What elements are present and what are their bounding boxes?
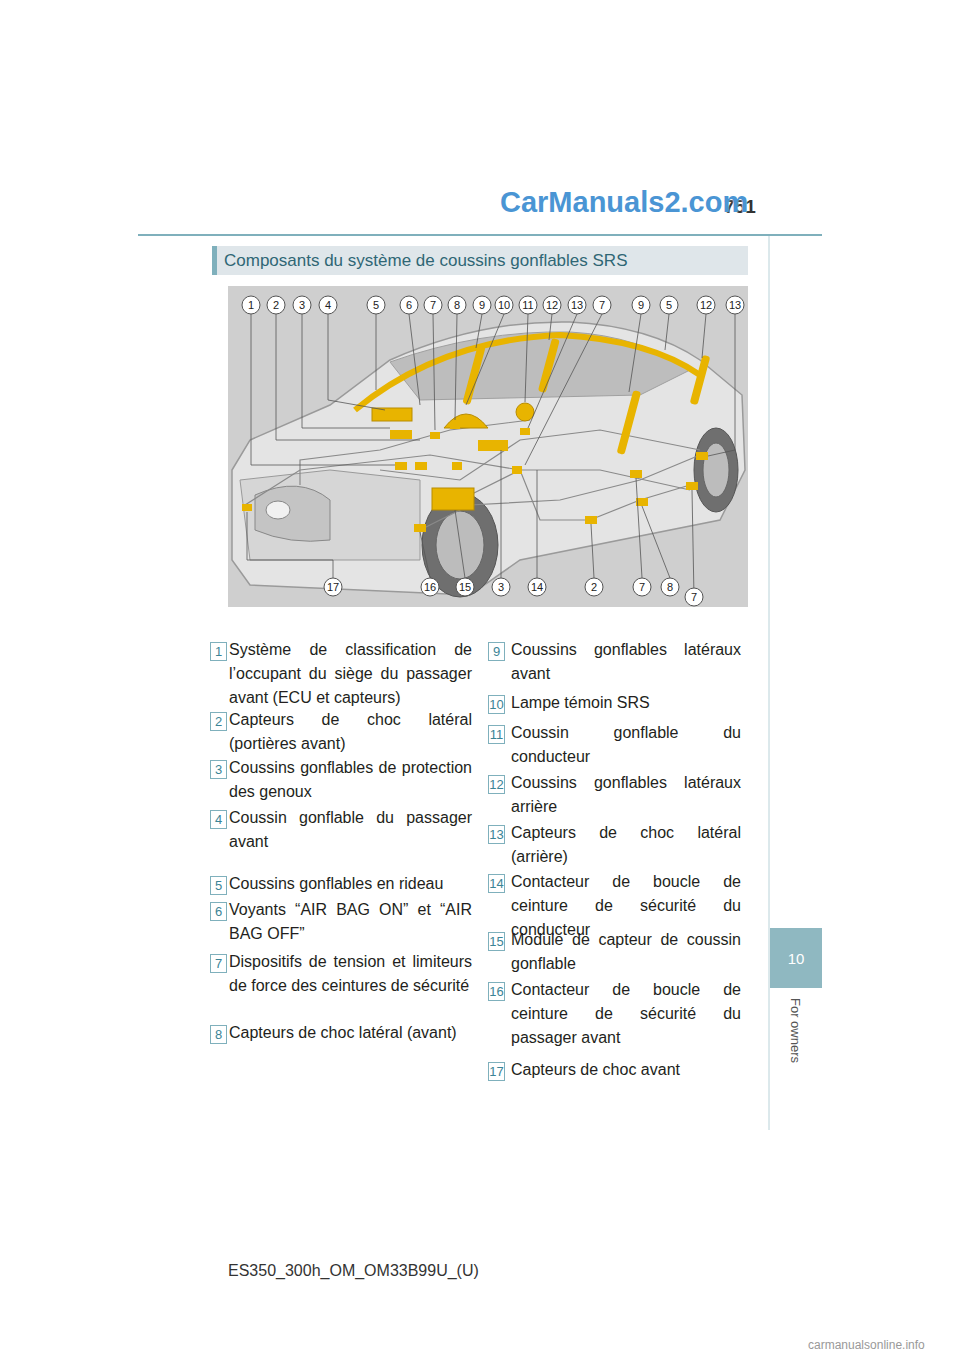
- legend-number: 3: [210, 760, 227, 779]
- footer-code: ES350_300h_OM_OM33B99U_(U): [228, 1262, 479, 1280]
- legend-number: 13: [488, 825, 505, 844]
- legend-number: 2: [210, 712, 227, 731]
- legend-number: 10: [488, 695, 505, 714]
- callout-number: 14: [528, 580, 546, 594]
- callout-number: 7: [685, 590, 703, 604]
- callout-number: 17: [324, 580, 342, 594]
- legend-text: Coussins gonflables de protection des ge…: [229, 756, 472, 804]
- legend-number: 14: [488, 874, 505, 893]
- title-band-accent: [212, 246, 217, 275]
- legend-number: 17: [488, 1062, 505, 1081]
- callout-number: 12: [697, 298, 715, 312]
- legend-text: Coussin gonflable du passager avant: [229, 806, 472, 854]
- legend-number: 5: [210, 876, 227, 895]
- legend-text: Coussin gonflable du conducteur: [511, 721, 741, 769]
- srs-parts: [242, 335, 710, 532]
- callout-number: 12: [543, 298, 561, 312]
- legend-number: 9: [488, 642, 505, 661]
- legend-number: 7: [210, 954, 227, 973]
- legend-text: Coussins gonflables latéraux arrière: [511, 771, 741, 819]
- legend-text: Coussins gonflables en rideau: [229, 872, 472, 896]
- side-rule: [769, 236, 770, 1130]
- legend-text: Capteurs de choc latéral (arrière): [511, 821, 741, 869]
- legend-number: 11: [488, 725, 505, 744]
- legend-number: 6: [210, 902, 227, 921]
- legend-number: 12: [488, 775, 505, 794]
- legend-number: 16: [488, 982, 505, 1001]
- callout-number: 3: [293, 298, 311, 312]
- callout-number: 8: [448, 298, 466, 312]
- callout-number: 5: [660, 298, 678, 312]
- callout-number: 2: [585, 580, 603, 594]
- legend-number: 8: [210, 1025, 227, 1044]
- callout-number: 10: [495, 298, 513, 312]
- side-tab-label: For owners: [788, 998, 803, 1063]
- callout-number: 1: [242, 298, 260, 312]
- chapter-number: 10: [788, 950, 805, 967]
- callout-number: 7: [593, 298, 611, 312]
- legend-text: Coussins gonflables latéraux avant: [511, 638, 741, 686]
- callout-number: 8: [661, 580, 679, 594]
- legend-number: 15: [488, 932, 505, 951]
- legend-text: Voyants “AIR BAG ON” et “AIR BAG OFF”: [229, 898, 472, 946]
- title-band: [212, 246, 748, 275]
- watermark: CarManuals2.com: [500, 186, 748, 219]
- callout-number: 7: [424, 298, 442, 312]
- legend-text: Module de capteur de coussin gonflable: [511, 928, 741, 976]
- callout-number: 7: [633, 580, 651, 594]
- legend-number: 1: [210, 642, 227, 661]
- callout-number: 6: [400, 298, 418, 312]
- callout-number: 4: [319, 298, 337, 312]
- watermark-small: carmanualsonline.info: [808, 1338, 925, 1352]
- header-rule: [138, 234, 822, 236]
- callout-number: 16: [421, 580, 439, 594]
- callout-number: 5: [367, 298, 385, 312]
- callout-number: 13: [726, 298, 744, 312]
- legend-text: Système de classification de l’occupant …: [229, 638, 472, 710]
- legend-text: Contacteur de boucle de ceinture de sécu…: [511, 978, 741, 1050]
- callout-number: 9: [473, 298, 491, 312]
- callout-number: 15: [456, 580, 474, 594]
- leader-lines: [247, 314, 735, 597]
- legend-text: Capteurs de choc avant: [511, 1058, 741, 1082]
- section-title: Composants du système de coussins gonfla…: [224, 246, 744, 275]
- legend-text: Capteurs de choc latéral (avant): [229, 1021, 472, 1045]
- callout-number: 2: [267, 298, 285, 312]
- wiring: [245, 420, 700, 530]
- legend-text: Capteurs de choc latéral (portières avan…: [229, 708, 472, 756]
- legend-text: Lampe témoin SRS: [511, 691, 741, 715]
- legend-text: Dispositifs de tension et limiteurs de f…: [229, 950, 472, 998]
- callout-number: 11: [519, 298, 537, 312]
- callout-number: 13: [568, 298, 586, 312]
- chapter-tab: 10: [770, 928, 822, 988]
- illustration-ground: [228, 286, 748, 607]
- callout-circles: [242, 296, 744, 606]
- legend-number: 4: [210, 810, 227, 829]
- car-illustration: [232, 322, 745, 597]
- callout-number: 3: [492, 580, 510, 594]
- callout-number: 9: [632, 298, 650, 312]
